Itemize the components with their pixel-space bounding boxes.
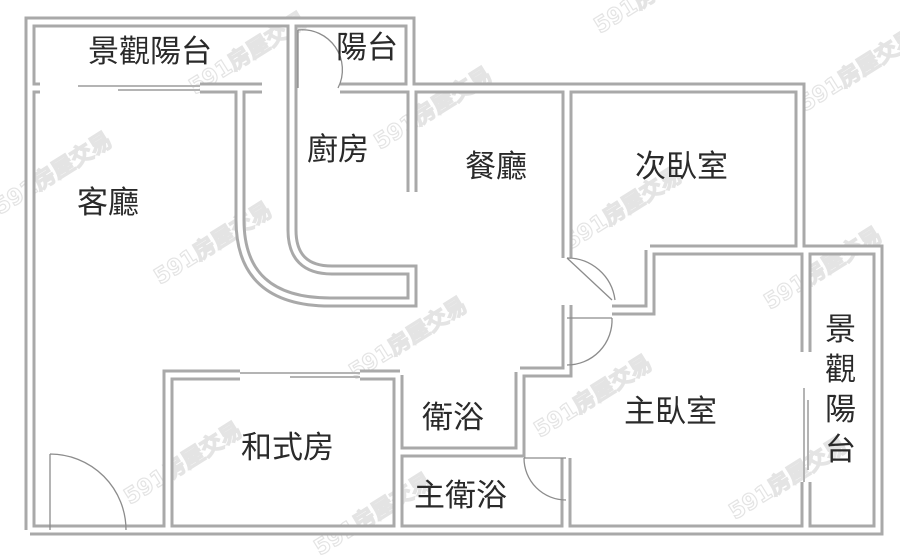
- label-balcony-view-right-char: 台: [825, 432, 856, 468]
- label-balcony-kitchen: 陽台: [336, 30, 398, 66]
- watermark: 591房屋交易: [119, 417, 246, 510]
- door-master: [566, 317, 613, 366]
- watermark: 591房屋交易: [369, 62, 496, 155]
- label-balcony-view-right-char: 陽: [825, 392, 856, 428]
- room-labels: 景觀陽台 陽台 廚房 餐廳 次臥室 客廳 衛浴 主臥室 和式房 主衛浴 景觀陽台: [77, 30, 856, 514]
- swing-doors: [49, 29, 616, 531]
- label-balcony-view-right: 景觀陽台: [825, 312, 856, 468]
- label-balcony-view-right-char: 觀: [825, 352, 856, 388]
- label-kitchen: 廚房: [307, 132, 369, 168]
- label-balcony-view-top: 景觀陽台: [88, 34, 212, 70]
- watermark: 591房屋交易: [759, 222, 886, 315]
- door-entry: [49, 453, 127, 531]
- label-second-bedroom: 次臥室: [635, 149, 728, 185]
- label-living: 客廳: [77, 185, 139, 221]
- watermark: 591房屋交易: [794, 24, 900, 117]
- walls: [24, 16, 884, 536]
- door-master-bath: [523, 457, 567, 501]
- label-master-bath: 主衛浴: [414, 478, 507, 514]
- label-bath: 衛浴: [422, 400, 484, 436]
- label-japanese-room: 和式房: [241, 430, 334, 466]
- sliding-doors: [78, 85, 809, 482]
- label-master-bedroom: 主臥室: [624, 394, 717, 430]
- label-dining: 餐廳: [465, 149, 527, 185]
- watermark: 591房屋交易: [589, 0, 716, 39]
- door-balcony: [297, 29, 344, 89]
- label-balcony-view-right-char: 景: [825, 312, 856, 348]
- door-dining: [566, 257, 616, 301]
